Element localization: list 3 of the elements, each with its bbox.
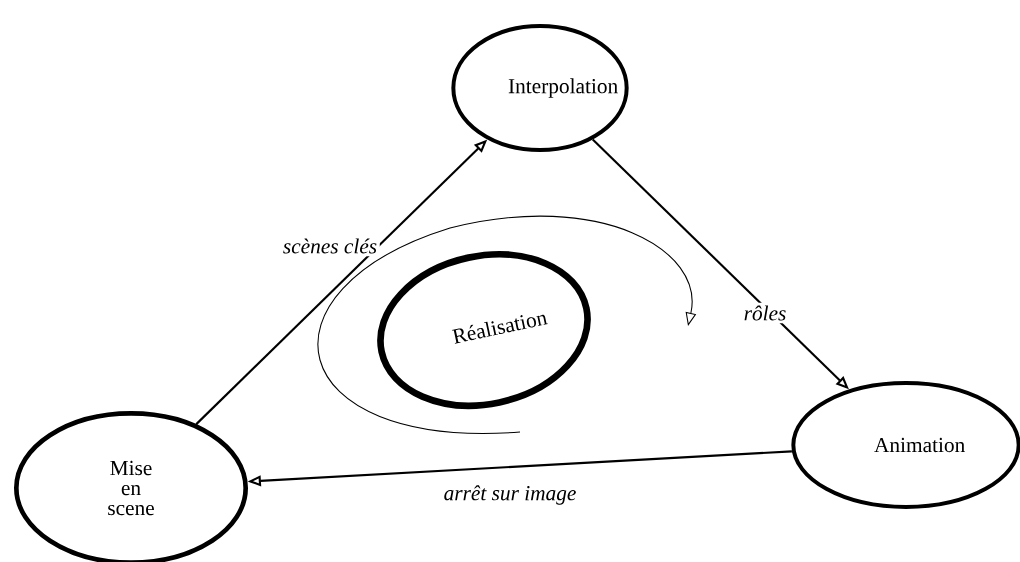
edge-label: scènes clés [280, 235, 380, 257]
edge-label: rôles [741, 302, 789, 324]
edge-label: arrêt sur image [440, 482, 580, 508]
